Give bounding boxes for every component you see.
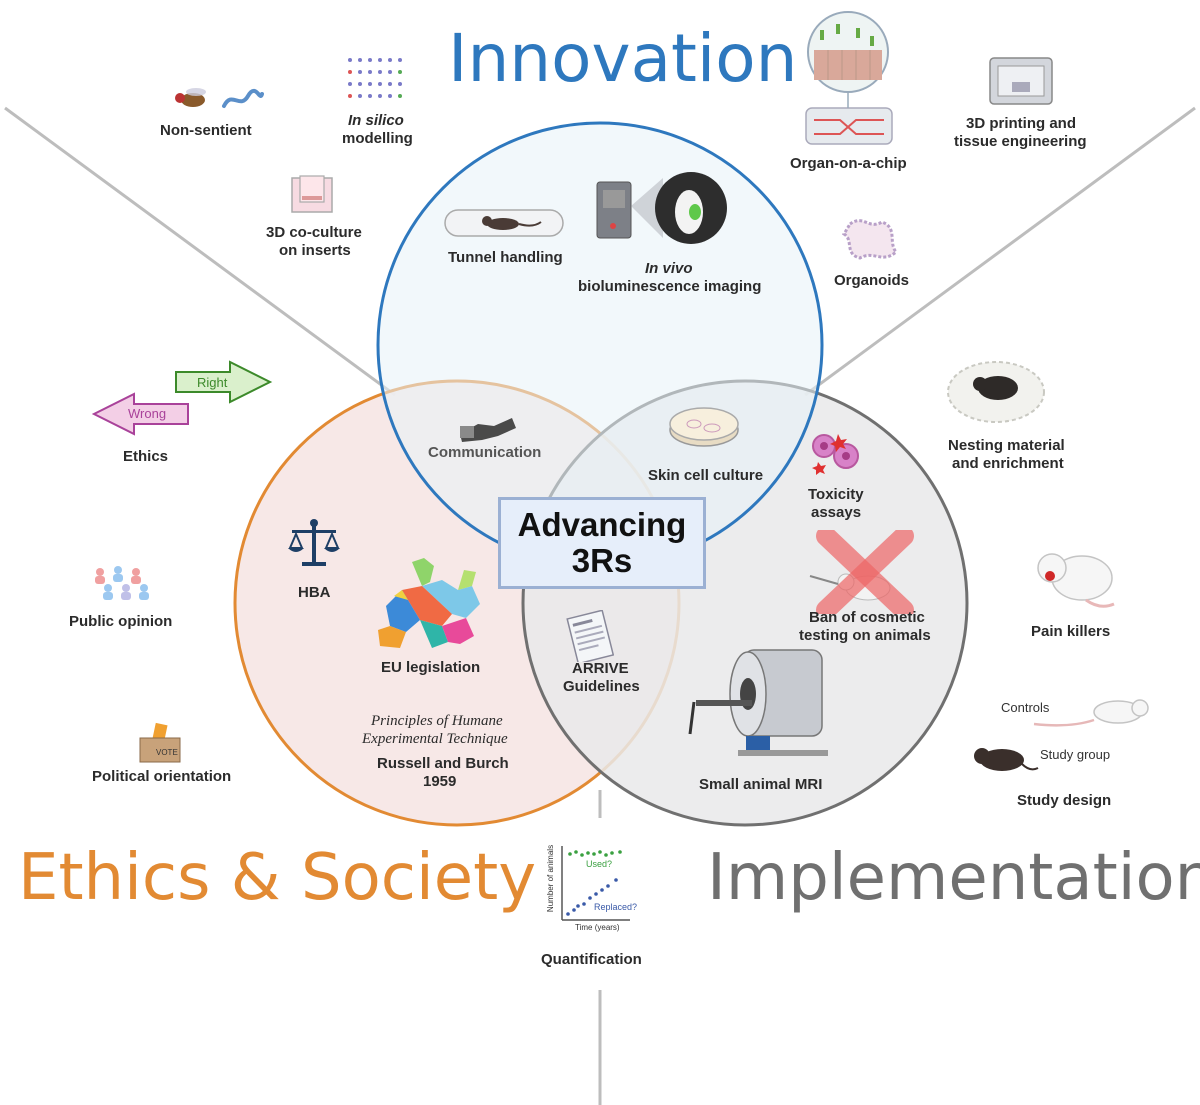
label-principles-1: Principles of Humane bbox=[371, 713, 503, 729]
label-modelling: modelling bbox=[342, 130, 413, 147]
quant-used-label: Used? bbox=[586, 859, 613, 869]
label-nesting-1: Nesting material bbox=[948, 437, 1065, 454]
label-organ-on-a-chip: Organ-on-a-chip bbox=[790, 155, 907, 172]
divider-line-right bbox=[804, 106, 1196, 397]
label-toxicity-2: assays bbox=[811, 504, 862, 521]
pain-killers-rat-icon bbox=[1037, 553, 1115, 608]
label-organoids: Organoids bbox=[834, 272, 910, 289]
label-non-sentient: Non-sentient bbox=[160, 122, 252, 139]
label-in-silico: In silico bbox=[348, 112, 404, 129]
center-title-line1: Advancing bbox=[517, 506, 687, 543]
title-innovation: Innovation bbox=[448, 20, 798, 97]
label-year-1959: 1959 bbox=[423, 773, 457, 790]
label-ethics: Ethics bbox=[123, 448, 169, 465]
label-communication: Communication bbox=[428, 444, 542, 461]
label-ban-1: Ban of cosmetic bbox=[809, 609, 925, 626]
label-public-opinion: Public opinion bbox=[69, 613, 173, 630]
tunnel-handling-icon bbox=[444, 209, 564, 237]
insert-well-icon bbox=[291, 175, 333, 213]
label-printing-2: tissue engineering bbox=[954, 133, 1087, 150]
label-tunnel-handling: Tunnel handling bbox=[448, 249, 563, 266]
divider-line-left bbox=[4, 106, 396, 397]
control-rat-icon bbox=[1033, 699, 1149, 727]
nesting-material-icon bbox=[947, 361, 1045, 423]
label-eu-legislation: EU legislation bbox=[381, 659, 481, 676]
ban-cross-icon bbox=[809, 530, 914, 614]
center-box-advancing-3rs: Advancing 3Rs bbox=[498, 497, 706, 589]
fruit-fly-icon bbox=[175, 88, 206, 107]
guidelines-document-icon bbox=[566, 610, 614, 662]
bioluminescence-imager-icon bbox=[596, 172, 727, 244]
label-arrive-1: ARRIVE bbox=[572, 660, 629, 677]
label-arrive-2: Guidelines bbox=[563, 678, 640, 695]
label-coculture-1: 3D co-culture bbox=[266, 224, 362, 241]
handshake-icon bbox=[460, 418, 516, 442]
label-nesting-2: and enrichment bbox=[952, 455, 1064, 472]
organ-on-chip-icon bbox=[805, 11, 893, 145]
label-bioluminescence: bioluminescence imaging bbox=[578, 278, 762, 295]
label-ban-2: testing on animals bbox=[799, 627, 931, 644]
label-study-group: Study group bbox=[1040, 747, 1111, 762]
ballot-box-vote-text: VOTE bbox=[156, 748, 178, 757]
public-opinion-people-icon bbox=[95, 566, 149, 600]
toxicity-cells-icon bbox=[812, 434, 859, 475]
label-pain-killers: Pain killers bbox=[1031, 623, 1111, 640]
petri-dish-icon bbox=[669, 407, 739, 447]
ballot-box-icon bbox=[139, 722, 181, 763]
3d-printer-icon bbox=[989, 57, 1053, 105]
label-toxicity-1: Toxicity bbox=[808, 486, 864, 503]
label-coculture-2: on inserts bbox=[279, 242, 351, 259]
scales-of-justice-icon bbox=[288, 519, 340, 566]
label-political-orientation: Political orientation bbox=[92, 768, 232, 785]
organoid-icon bbox=[841, 219, 899, 260]
label-in-vivo: In vivo bbox=[645, 260, 693, 277]
quantification-chart bbox=[561, 846, 630, 921]
label-principles-2: Experimental Technique bbox=[362, 731, 508, 747]
quant-y-axis-label: Number of animals bbox=[546, 844, 556, 913]
study-group-mouse-icon bbox=[974, 748, 1039, 771]
quant-x-axis-label: Time (years) bbox=[575, 923, 620, 932]
label-study-design: Study design bbox=[1017, 792, 1112, 809]
quant-replaced-label: Replaced? bbox=[594, 902, 638, 912]
label-controls: Controls bbox=[1001, 700, 1050, 715]
eu-map-icon bbox=[378, 558, 480, 648]
label-quantification: Quantification bbox=[541, 951, 642, 968]
in-silico-grid-icon bbox=[348, 58, 402, 98]
label-printing-1: 3D printing and bbox=[966, 115, 1076, 132]
center-title-line2: 3Rs bbox=[571, 542, 633, 579]
label-hba: HBA bbox=[298, 584, 331, 601]
arrow-label-wrong: Wrong bbox=[128, 406, 167, 421]
label-russell-burch: Russell and Burch bbox=[377, 755, 509, 772]
label-small-animal-mri: Small animal MRI bbox=[699, 776, 823, 793]
worm-icon bbox=[222, 88, 264, 108]
mri-scanner-icon bbox=[688, 649, 828, 756]
title-ethics-society: Ethics & Society bbox=[18, 841, 537, 915]
right-wrong-arrows-icon bbox=[92, 360, 273, 436]
label-skin-cell-culture: Skin cell culture bbox=[648, 467, 764, 484]
arrow-label-right: Right bbox=[197, 375, 228, 390]
title-implementation: Implementation bbox=[707, 841, 1200, 915]
